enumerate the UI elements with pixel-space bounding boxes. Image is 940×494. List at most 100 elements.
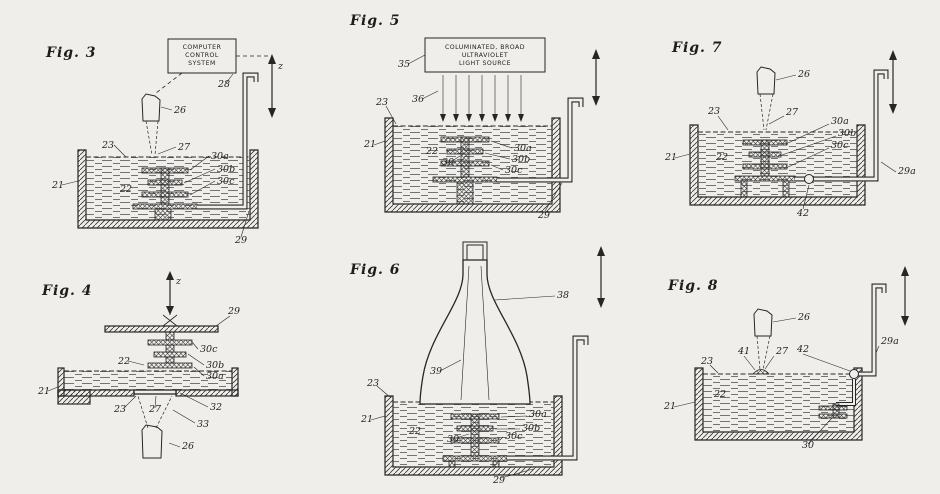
fig4-part-stack (147, 331, 193, 369)
fig4-title: Fig. 4 (41, 283, 93, 299)
fig4-ref-26: 26 (181, 441, 194, 452)
fig5-uv-ray-arrows (440, 75, 524, 122)
fig3-ref-29: 29 (234, 235, 247, 246)
fig5-ref-23: 23 (375, 97, 388, 108)
fig6-ref-30a: 30a (529, 409, 547, 420)
fig5-box-line1: COLUMINATED, BROAD (445, 44, 525, 51)
fig6-title: Fig. 6 (349, 262, 401, 278)
figure-4: Fig. 4 (37, 271, 240, 459)
fig5-ref-30c: 30c (505, 165, 523, 176)
fig7-ref-42: 42 (796, 208, 809, 219)
fig4-light-rays (137, 395, 173, 429)
fig3-uv-lamp (141, 93, 161, 156)
fig8-ref-26: 26 (797, 312, 810, 323)
fig4-elevator-platform (104, 308, 219, 333)
fig8-drain-pipe (836, 283, 887, 406)
fig5-box-line3: LIGHT SOURCE (459, 60, 511, 67)
fig4-ref-27: 27 (148, 404, 162, 415)
fig8-uv-lamp (753, 308, 773, 371)
fig7-ref-26: 26 (797, 69, 810, 80)
fig3-ref-22: 22 (119, 184, 132, 195)
fig6-part-and-elevator (442, 413, 508, 468)
fig5-ref-22: 22 (425, 146, 438, 157)
fig3-ref-30c: 30c (217, 176, 235, 187)
fig8-ref-21: 21 (663, 401, 676, 412)
fig3-ref-27: 27 (177, 142, 191, 153)
fig8-leader-lines (673, 317, 880, 445)
fig8-ref-30: 30 (802, 440, 814, 451)
fig4-uv-lamp (137, 395, 173, 459)
fig4-tray (57, 367, 239, 405)
fig5-title: Fig. 5 (349, 13, 401, 29)
fig6-ref-23: 23 (366, 378, 379, 389)
figure-6: Fig. 6 (349, 241, 605, 486)
fig8-liquid (703, 374, 854, 432)
fig7-ref-30b: 30b (838, 128, 856, 139)
fig5-ref-35: 35 (398, 59, 410, 70)
fig8-ref-23: 23 (700, 356, 713, 367)
fig3-ref-21: 21 (51, 180, 64, 191)
fig6-flask-lens-housing (419, 241, 531, 405)
fig8-ref-27: 27 (775, 346, 789, 357)
fig7-ref-29a: 29a (897, 166, 916, 177)
fig3-reference-numerals: 28 26 z 23 27 30a 30b 30c 21 22 29 (51, 61, 284, 246)
fig3-box-line2: CONTROL (185, 52, 219, 59)
fig7-part-and-elevator (734, 139, 796, 198)
fig8-ref-41: 41 (737, 346, 750, 357)
fig6-leader-lines (370, 295, 556, 479)
fig8-ref-42: 42 (796, 344, 809, 355)
fig6-ref-21: 21 (360, 414, 373, 425)
fig7-elevation-arrow (889, 50, 897, 114)
figure-5: Fig. 5 COLUMINATED, BROAD ULTRAVIOLET LI… (349, 13, 600, 221)
fig7-title: Fig. 7 (671, 40, 723, 56)
fig6-ref-22: 22 (408, 426, 421, 437)
fig4-liquid (64, 371, 232, 390)
fig6-flask-body (419, 259, 531, 405)
fig7-ref-27: 27 (785, 107, 799, 118)
fig3-box-line3: SYSTEM (188, 60, 216, 67)
fig4-ref-32: 32 (210, 402, 222, 413)
fig3-light-rays (145, 120, 159, 156)
fig5-ref-21: 21 (363, 139, 376, 150)
fig3-ref-30b: 30b (217, 164, 235, 175)
fig5-ref-29: 29 (537, 210, 550, 221)
fig8-ref-29a: 29a (880, 336, 899, 347)
fig6-ref-30: 30 (447, 434, 459, 445)
fig3-leader-lines (61, 73, 250, 238)
fig8-title: Fig. 8 (667, 278, 719, 294)
fig6-elevation-arrow (597, 246, 605, 308)
fig7-ref-22: 22 (715, 152, 728, 163)
figure-8: Fig. 8 (663, 266, 909, 451)
fig5-box-line2: ULTRAVIOLET (462, 52, 508, 59)
fig5-elevator-pipe (497, 97, 584, 183)
fig3-computer-control-box: COMPUTER CONTROL SYSTEM (167, 38, 237, 74)
fig6-ref-29: 29 (492, 475, 505, 486)
fig3-box-line1: COMPUTER (183, 44, 222, 51)
fig8-light-rays (756, 335, 771, 371)
fig6-ref-30b: 30b (522, 423, 540, 434)
fig3-elevator-pipe (197, 72, 259, 210)
fig6-elevator-pipe (507, 335, 589, 461)
fig4-ref-33: 33 (197, 419, 209, 430)
fig7-drain-pipe (795, 69, 889, 184)
fig4-ref-30a: 30a (206, 371, 224, 382)
fig6-ref-39: 39 (430, 366, 442, 377)
fig3-ref-23: 23 (101, 140, 114, 151)
fig3-ref-z: z (277, 61, 284, 72)
fig5-ref-30: 30 (442, 157, 454, 168)
fig3-control-link-to-lamp (155, 72, 183, 94)
fig4-ref-30c: 30c (200, 344, 218, 355)
fig8-reference-numerals: 26 41 27 42 29a 23 21 22 30 (663, 312, 899, 451)
fig8-elevation-arrow (901, 266, 909, 326)
fig5-leader-lines (373, 54, 563, 212)
fig6-ref-30c: 30c (505, 431, 523, 442)
fig4-ref-29: 29 (227, 306, 240, 317)
fig3-ref-30a: 30a (211, 151, 229, 162)
fig7-light-rays (759, 93, 774, 131)
fig4-ref-22: 22 (117, 356, 130, 367)
fig6-inner-light-cone (460, 265, 490, 401)
fig5-ref-30a: 30a (514, 143, 532, 154)
fig8-valve (849, 369, 859, 379)
fig5-uv-source-box: COLUMINATED, BROAD ULTRAVIOLET LIGHT SOU… (424, 37, 546, 73)
